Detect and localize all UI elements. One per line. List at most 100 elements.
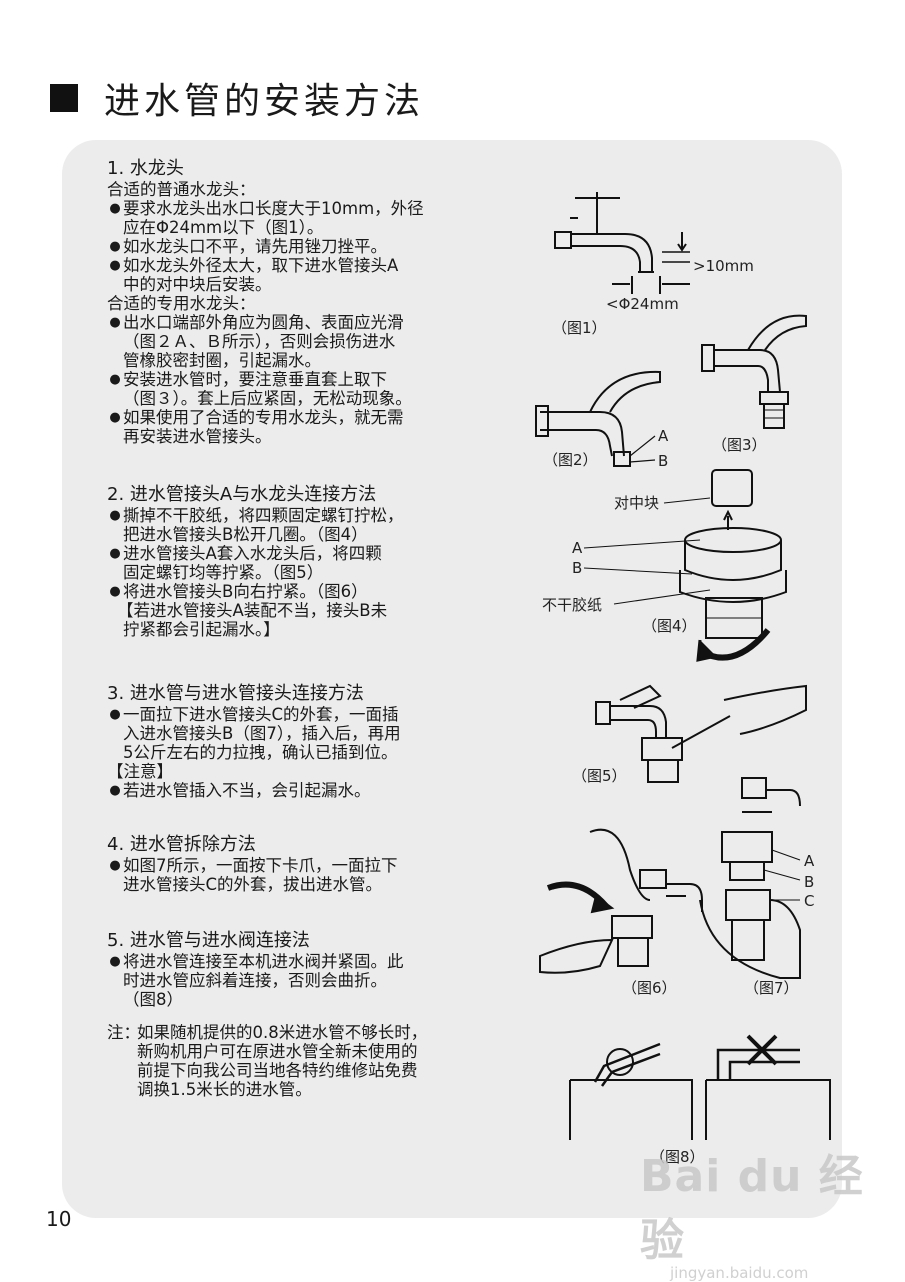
section-4-title: 4. 进水管拆除方法 xyxy=(107,834,256,855)
watermark-url: jingyan.baidu.com xyxy=(670,1264,809,1282)
fig3-faucet-drawing xyxy=(701,314,807,429)
fig4-joint-drawing xyxy=(679,469,787,662)
section-1-title: 1. 水龙头 xyxy=(107,158,184,179)
bullet-text: 如水龙头口不平，请先用锉刀挫平。 xyxy=(123,237,387,256)
fig8-caption: （图8） xyxy=(650,1148,705,1166)
footnote-text: 调换1.5米长的进水管。 xyxy=(137,1080,312,1099)
bullet-text: 时进水管应斜着连接，否则会曲折。 xyxy=(123,971,387,990)
section-1-subtitle-1: 合适的普通水龙头： xyxy=(107,180,256,199)
fig7-joint-drawing xyxy=(699,777,801,979)
fig1-faucet-drawing xyxy=(554,192,690,294)
fig6-caption: （图6） xyxy=(622,979,677,997)
bullet-item: ● 出水口端部外角应为圆角、表面应光滑（图２Ａ、Ｂ所示），否则会损伤进水管橡胶密… xyxy=(107,313,467,370)
bullet-dot-icon: ● xyxy=(109,707,121,722)
fig7-c-label: C xyxy=(804,892,814,910)
bullet-text: 如果使用了合适的专用水龙头，就无需 xyxy=(123,408,404,427)
section-5-title: 5. 进水管与进水阀连接法 xyxy=(107,930,310,951)
bullet-item: ● 将进水管连接至本机进水阀并紧固。此时进水管应斜着连接，否则会曲折。（图8） xyxy=(107,952,467,1009)
bullet-dot-icon: ● xyxy=(109,410,121,425)
fig7-a-label: A xyxy=(804,852,815,870)
bullet-dot-icon: ● xyxy=(109,508,121,523)
fig1-caption: （图1） xyxy=(552,319,607,337)
instructions-column: 1. 水龙头 合适的普通水龙头： ● 要求水龙头出水口长度大于10mm，外径应在… xyxy=(107,158,467,1099)
fig8-valve-drawing xyxy=(569,1034,831,1140)
bullet-text: 如水龙头外径太大，取下进水管接头A xyxy=(123,256,399,275)
bullet-item: ● 撕掉不干胶纸，将四颗固定螺钉拧松，把进水管接头B松开几圈。（图4） xyxy=(107,506,467,544)
bullet-dot-icon: ● xyxy=(109,372,121,387)
page-number: 10 xyxy=(46,1207,72,1231)
bullet-text: 进水管接头A套入水龙头后，将四颗 xyxy=(123,544,382,563)
footnote: 注： 如果随机提供的0.8米进水管不够长时， 新购机用户可在原进水管全新未使用的… xyxy=(107,1023,467,1099)
bullet-item: ● 将进水管接头B向右拧紧。（图6） xyxy=(107,582,467,601)
bullet-item: ● 要求水龙头出水口长度大于10mm，外径应在Φ24mm以下（图1）。 xyxy=(107,199,467,237)
bullet-item: ● 安装进水管时，要注意垂直套上取下（图３）。套上后应紧固，无松动现象。 xyxy=(107,370,467,408)
fig2-a-label: A xyxy=(658,427,669,445)
bullet-text: 进水管接头C的外套，拔出进水管。 xyxy=(123,875,383,894)
bullet-dot-icon: ● xyxy=(109,858,121,873)
section-3-title: 3. 进水管与进水管接头连接方法 xyxy=(107,683,364,704)
bullet-text: 要求水龙头出水口长度大于10mm，外径 xyxy=(123,199,424,218)
bullet-item: ● 如水龙头口不平，请先用锉刀挫平。 xyxy=(107,237,467,256)
bullet-text: 撕掉不干胶纸，将四颗固定螺钉拧松， xyxy=(123,506,404,525)
bullet-text: 将进水管连接至本机进水阀并紧固。此 xyxy=(123,952,404,971)
bullet-dot-icon: ● xyxy=(109,315,121,330)
fig3-caption: （图3） xyxy=(712,436,767,454)
bullet-text: 如图7所示，一面按下卡爪，一面拉下 xyxy=(123,856,398,875)
bullet-text: （图３）。套上后应紧固，无松动现象。 xyxy=(123,389,412,408)
footnote-text: 前提下向我公司当地各特约维修站免费 xyxy=(137,1061,418,1080)
bullet-dot-icon: ● xyxy=(109,546,121,561)
content-panel xyxy=(62,140,842,1218)
fig5-caption: （图5） xyxy=(572,767,627,785)
bullet-text: 安装进水管时，要注意垂直套上取下 xyxy=(123,370,387,389)
bullet-text: 入进水管接头B（图7），插入后，再用 xyxy=(123,724,401,743)
fig2-caption: （图2） xyxy=(543,451,598,469)
bullet-text: 把进水管接头B松开几圈。（图4） xyxy=(123,525,368,544)
section-2-note: 【若进水管接头A装配不当，接头B未 拧紧都会引起漏水。】 xyxy=(107,601,467,639)
bullet-text: 出水口端部外角应为圆角、表面应光滑 xyxy=(123,313,404,332)
bullet-text: （图8） xyxy=(123,990,183,1009)
bullet-item: ● 若进水管插入不当，会引起漏水。 xyxy=(107,781,467,800)
bullet-text: 若进水管插入不当，会引起漏水。 xyxy=(123,781,371,800)
bullet-item: ● 如果使用了合适的专用水龙头，就无需再安装进水管接头。 xyxy=(107,408,467,446)
bullet-dot-icon: ● xyxy=(109,783,121,798)
page-title: 进水管的安装方法 xyxy=(104,81,425,122)
fig4-tape-label: 不干胶纸 xyxy=(542,596,602,614)
fig4-a-label: A xyxy=(572,539,583,557)
fig6-hands-drawing xyxy=(539,828,703,974)
bullet-text: 固定螺钉均等拧紧。（图5） xyxy=(123,563,324,582)
fig2-b-label: B xyxy=(658,452,668,470)
note-text: 拧紧都会引起漏水。】 xyxy=(123,620,280,639)
bullet-text: 管橡胶密封圈，引起漏水。 xyxy=(123,351,321,370)
section-2-title: 2. 进水管接头A与水龙头连接方法 xyxy=(107,484,377,505)
watermark-brand: Bai du 经验 xyxy=(640,1151,864,1266)
bullet-text: （图２Ａ、Ｂ所示），否则会损伤进水 xyxy=(123,332,396,351)
fig5-screwdriver-drawing xyxy=(595,684,807,783)
bullet-dot-icon: ● xyxy=(109,258,121,273)
bullet-text: 再安装进水管接头。 xyxy=(123,427,272,446)
title-square-icon xyxy=(50,84,78,112)
bullet-text: 一面拉下进水管接头C的外套，一面插 xyxy=(123,705,399,724)
fig4-centering-label: 对中块 xyxy=(614,494,659,512)
fig7-caption: （图7） xyxy=(744,979,799,997)
page-header: 进水管的安装方法 xyxy=(50,72,424,124)
bullet-dot-icon: ● xyxy=(109,584,121,599)
bullet-item: ● 进水管接头A套入水龙头后，将四颗固定螺钉均等拧紧。（图5） xyxy=(107,544,467,582)
bullet-dot-icon: ● xyxy=(109,239,121,254)
fig4-caption: （图4） xyxy=(642,617,697,635)
fig1-diameter-label: <Φ24mm xyxy=(606,295,679,313)
fig4-b-label: B xyxy=(572,559,582,577)
footnote-label: 注： xyxy=(107,1023,140,1042)
section-1-subtitle-2: 合适的专用水龙头： xyxy=(107,294,256,313)
fig1-length-label: >10mm xyxy=(693,257,754,275)
bullet-dot-icon: ● xyxy=(109,954,121,969)
note-text: 【若进水管接头A装配不当，接头B未 xyxy=(117,601,388,620)
footnote-text: 新购机用户可在原进水管全新未使用的 xyxy=(137,1042,418,1061)
attention-label: 【注意】 xyxy=(107,762,173,781)
bullet-item: ● 如图7所示，一面按下卡爪，一面拉下进水管接头C的外套，拔出进水管。 xyxy=(107,856,467,894)
footnote-text: 如果随机提供的0.8米进水管不够长时， xyxy=(137,1023,428,1042)
bullet-dot-icon: ● xyxy=(109,201,121,216)
bullet-text: 应在Φ24mm以下（图1）。 xyxy=(123,218,324,237)
